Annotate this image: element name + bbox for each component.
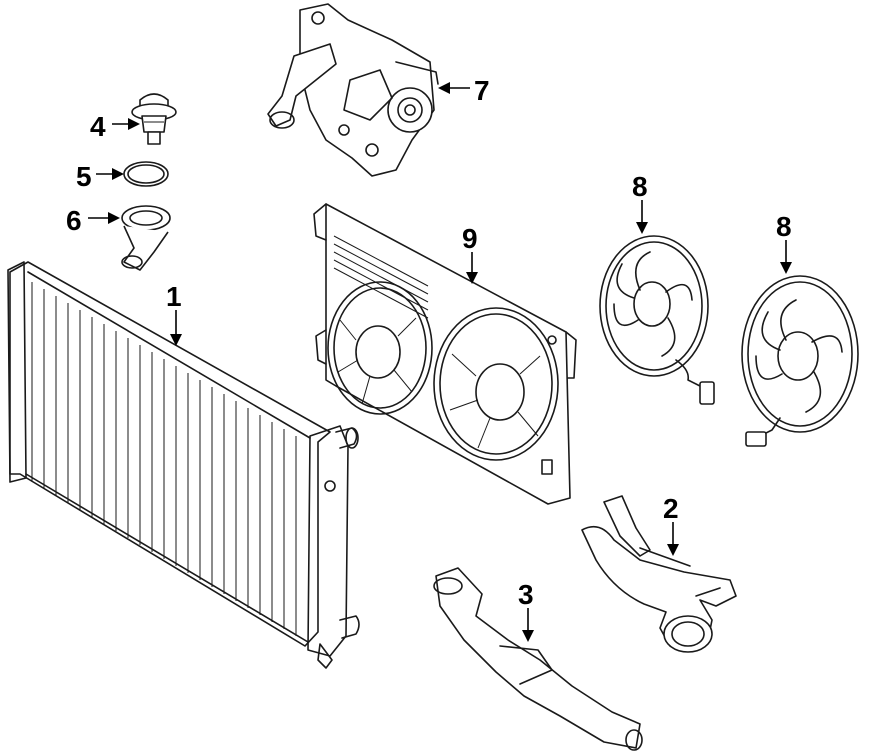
radiator-hose-upper: [581, 495, 737, 653]
callout-2: 2: [663, 493, 679, 524]
callout-6: 6: [66, 205, 82, 236]
thermostat: [131, 93, 177, 145]
water-pump: [267, 3, 439, 177]
fan-motor-left: [599, 235, 715, 405]
callout-3: 3: [518, 579, 534, 610]
callout-4: 4: [90, 111, 106, 142]
thermostat-housing: [121, 205, 171, 271]
callout-7: 7: [474, 75, 490, 106]
radiator: [7, 261, 360, 669]
leader-lines: [88, 82, 792, 642]
callout-5: 5: [76, 161, 92, 192]
radiator-hose-lower: [433, 567, 643, 751]
callout-labels: 1 2 3 4 5 6 7 8 8 9: [66, 75, 792, 610]
fan-shroud: [313, 203, 577, 505]
o-ring-seal: [123, 161, 169, 187]
callout-9: 9: [462, 223, 478, 254]
fan-motor-right: [741, 275, 859, 447]
callout-8-right: 8: [776, 211, 792, 242]
callout-8-left: 8: [632, 171, 648, 202]
callout-1: 1: [166, 281, 182, 312]
